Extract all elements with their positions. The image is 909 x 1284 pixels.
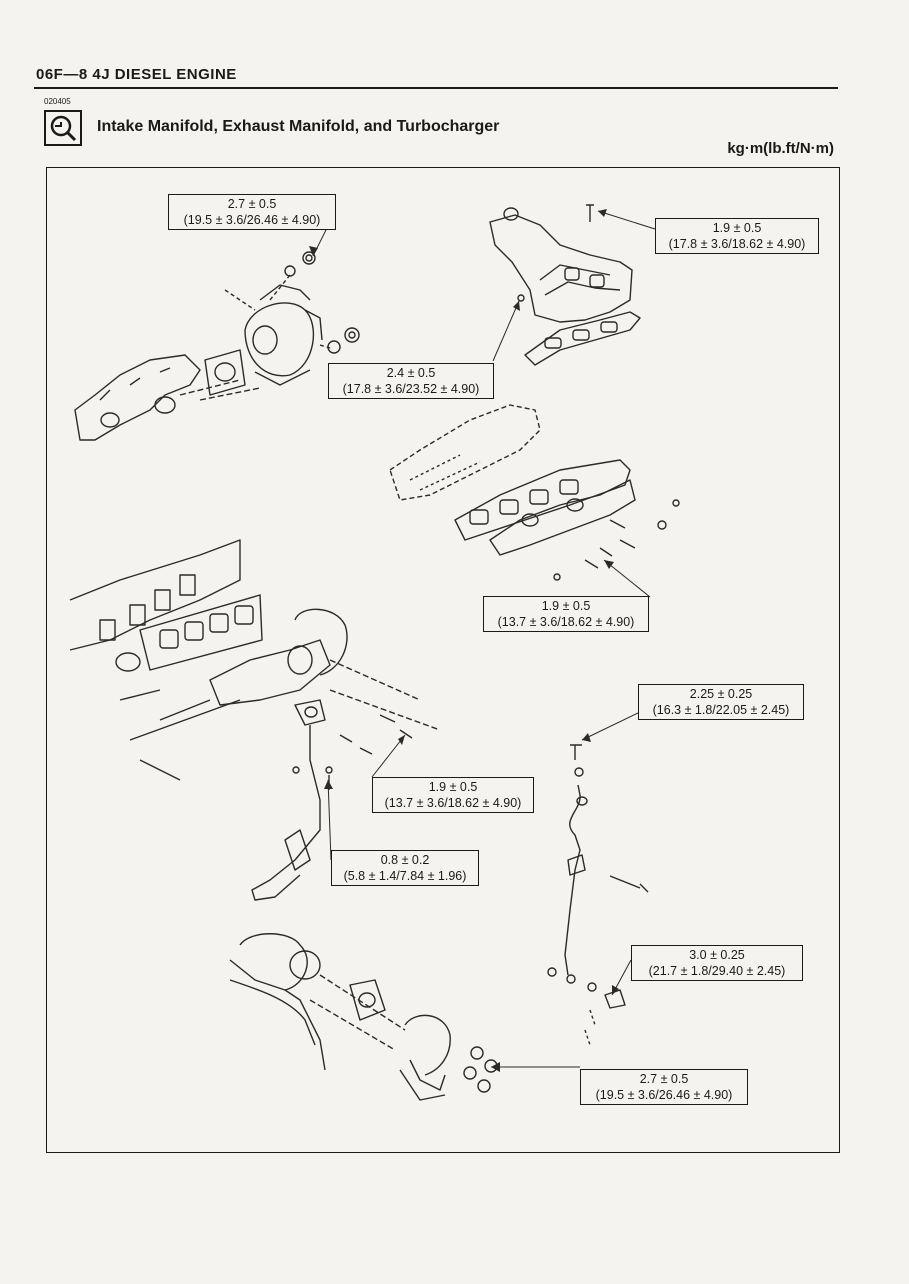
inspection-wrench-icon	[44, 110, 82, 146]
torque-value: 1.9 ± 0.5	[428, 780, 478, 794]
cylinder-head-exhaust-middle	[389, 404, 680, 581]
torque-conversion: (13.7 ± 3.6/18.62 ± 4.90)	[497, 615, 635, 629]
turbo-exhaust-assembly-top	[74, 251, 360, 441]
torque-units: kg·m(lb.ft/N·m)	[727, 140, 834, 157]
torque-callout: 0.8 ± 0.2 (5.8 ± 1.4/7.84 ± 1.96)	[331, 850, 479, 886]
section-title: Intake Manifold, Exhaust Manifold, and T…	[97, 118, 500, 135]
engine-block-side-view	[69, 539, 441, 901]
torque-value: 2.25 ± 0.25	[689, 687, 753, 701]
torque-conversion: (17.8 ± 3.6/18.62 ± 4.90)	[668, 237, 806, 251]
torque-value: 1.9 ± 0.5	[712, 221, 762, 235]
torque-callout: 1.9 ± 0.5 (13.7 ± 3.6/18.62 ± 4.90)	[372, 777, 534, 813]
torque-callout: 2.4 ± 0.5 (17.8 ± 3.6/23.52 ± 4.90)	[328, 363, 494, 399]
torque-conversion: (21.7 ± 1.8/29.40 ± 2.45)	[648, 964, 786, 978]
intake-manifold-top	[489, 204, 641, 366]
section-code: 020405	[44, 97, 71, 106]
torque-value: 2.7 ± 0.5	[639, 1072, 689, 1086]
torque-value: 2.7 ± 0.5	[227, 197, 277, 211]
arrowheads	[309, 209, 619, 1072]
page-title: 06F—8 4J DIESEL ENGINE	[36, 66, 237, 83]
torque-callout: 1.9 ± 0.5 (13.7 ± 3.6/18.62 ± 4.90)	[483, 596, 649, 632]
torque-conversion: (5.8 ± 1.4/7.84 ± 1.96)	[343, 869, 467, 883]
torque-value: 0.8 ± 0.2	[380, 853, 430, 867]
torque-value: 1.9 ± 0.5	[541, 599, 591, 613]
leader-lines	[312, 210, 656, 1068]
torque-conversion: (17.8 ± 3.6/23.52 ± 4.90)	[342, 382, 480, 396]
torque-conversion: (19.5 ± 3.6/26.46 ± 4.90)	[183, 213, 321, 227]
torque-conversion: (16.3 ± 1.8/22.05 ± 2.45)	[652, 703, 790, 717]
oil-feed-pipe	[547, 744, 649, 1046]
torque-conversion: (13.7 ± 3.6/18.62 ± 4.90)	[384, 796, 522, 810]
torque-callout: 2.7 ± 0.5 (19.5 ± 3.6/26.46 ± 4.90)	[580, 1069, 748, 1105]
torque-value: 2.4 ± 0.5	[386, 366, 436, 380]
torque-callout: 2.7 ± 0.5 (19.5 ± 3.6/26.46 ± 4.90)	[168, 194, 336, 230]
turbo-exhaust-pipe-bottom	[229, 933, 498, 1101]
torque-value: 3.0 ± 0.25	[689, 948, 745, 962]
torque-callout: 3.0 ± 0.25 (21.7 ± 1.8/29.40 ± 2.45)	[631, 945, 803, 981]
header-rule	[34, 87, 838, 89]
torque-conversion: (19.5 ± 3.6/26.46 ± 4.90)	[595, 1088, 733, 1102]
torque-callout: 2.25 ± 0.25 (16.3 ± 1.8/22.05 ± 2.45)	[638, 684, 804, 720]
torque-callout: 1.9 ± 0.5 (17.8 ± 3.6/18.62 ± 4.90)	[655, 218, 819, 254]
diagram-frame	[46, 167, 840, 1153]
